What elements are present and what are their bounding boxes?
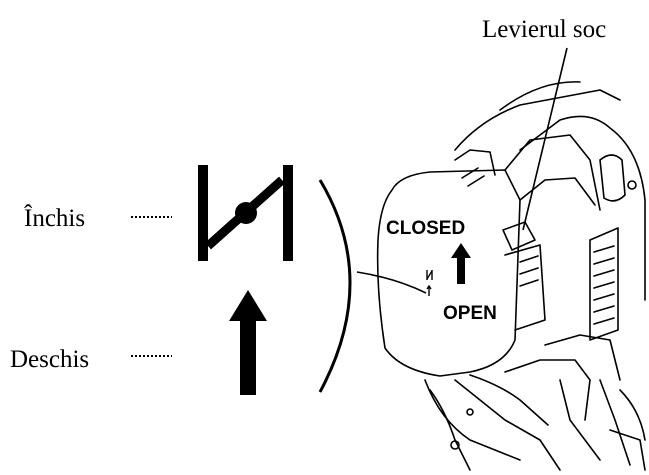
panel-choke-marker-icon: [426, 270, 433, 296]
choke-lever-leader: [522, 47, 568, 231]
choke-lever-label: Levierul soc: [482, 16, 606, 43]
panel-closed-text: CLOSED: [386, 218, 465, 239]
engine-body: [376, 81, 646, 471]
panel-open-text: OPEN: [443, 303, 497, 324]
panel-arrow-icon: [451, 243, 471, 284]
choke-open-arrow-icon: [229, 290, 267, 395]
open-label: Deschis: [10, 346, 89, 373]
closed-label: Închis: [24, 204, 85, 232]
choke-closed-icon: [198, 165, 293, 261]
zoom-bracket: [318, 179, 352, 393]
zoom-connector: [356, 271, 427, 294]
